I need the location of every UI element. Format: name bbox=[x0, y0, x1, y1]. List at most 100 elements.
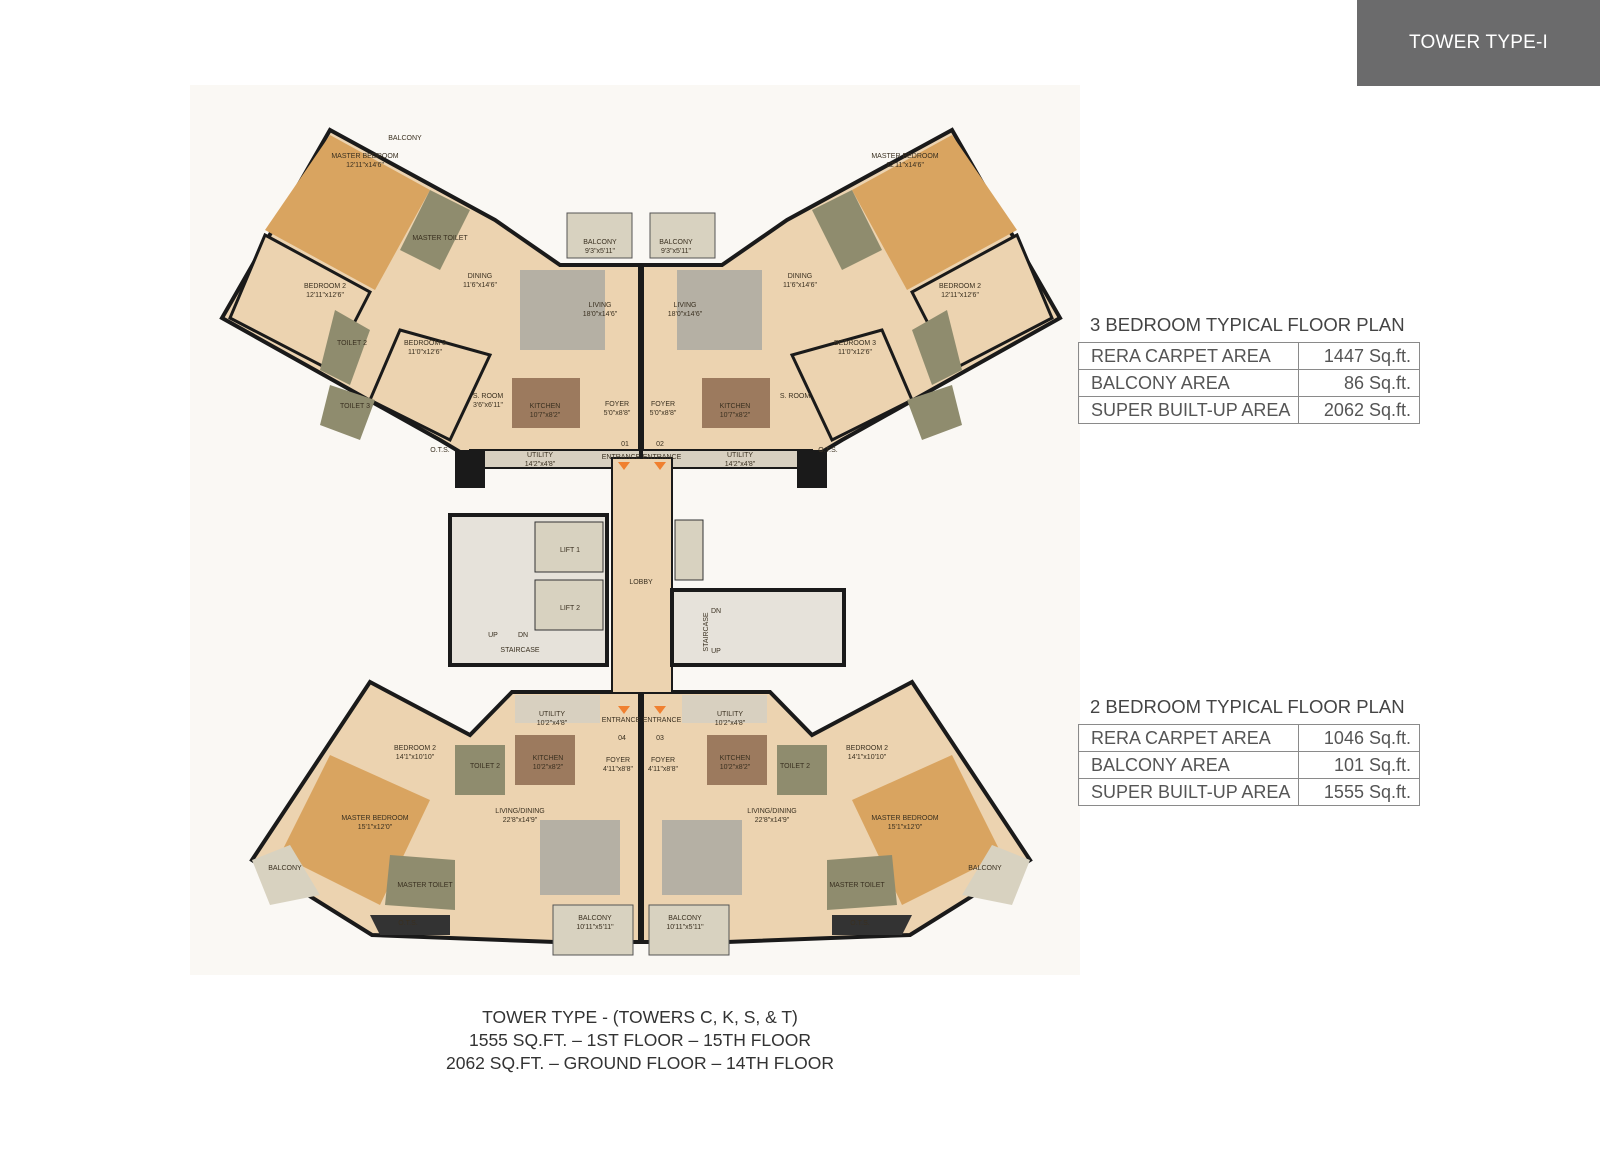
unit-number: 02 bbox=[656, 441, 664, 448]
caption-line: 2062 SQ.FT. – GROUND FLOOR – 14TH FLOOR bbox=[445, 1053, 835, 1073]
room-dim: 12'11"x12'6" bbox=[306, 292, 344, 299]
room-label: LIVING bbox=[674, 302, 697, 309]
room-label: BALCONY bbox=[659, 239, 693, 246]
room-label: BALCONY bbox=[968, 865, 1002, 872]
lobby-label: LOBBY bbox=[629, 579, 653, 586]
room-dim: 10'7"x8'2" bbox=[720, 412, 751, 419]
entrance-arrow-icon bbox=[654, 462, 666, 470]
spec-label: BALCONY AREA bbox=[1077, 751, 1300, 779]
room-dim: 4'11"x8'8" bbox=[648, 766, 679, 773]
room-dim: 15'1"x12'0" bbox=[888, 824, 923, 831]
room-label: TOILET 2 bbox=[470, 763, 500, 770]
tower-type-badge: TOWER TYPE-I bbox=[1357, 0, 1600, 86]
room-dim: 11'6"x14'6" bbox=[463, 282, 497, 289]
lift-1 bbox=[534, 521, 604, 573]
entrance-label: ENTRANCE bbox=[643, 717, 682, 724]
room-label: UTILITY bbox=[727, 452, 753, 459]
entrance-arrow-icon bbox=[618, 706, 630, 714]
room-dim: 10'11"x5'11" bbox=[666, 924, 704, 931]
three-bedroom-spec: 3 BEDROOM TYPICAL FLOOR PLAN RERA CARPET… bbox=[1077, 314, 1420, 424]
room-dim: 10'2"x4'8" bbox=[715, 720, 746, 727]
spec-value: 86 Sq.ft. bbox=[1298, 369, 1420, 397]
caption-line: 1555 SQ.FT. – 1ST FLOOR – 15TH FLOOR bbox=[468, 1030, 812, 1050]
up-label: UP bbox=[488, 632, 498, 639]
room-dim: 22'8"x14'9" bbox=[503, 817, 538, 824]
room-dim: 18'0"x14'6" bbox=[668, 311, 703, 318]
room-label: BEDROOM 2 bbox=[394, 745, 436, 752]
spec-value: 1555 Sq.ft. bbox=[1298, 778, 1420, 806]
spec-value: 1447 Sq.ft. bbox=[1298, 342, 1420, 370]
room-dim: 10'2"x4'8" bbox=[537, 720, 568, 727]
room-label: FOYER bbox=[605, 401, 629, 408]
room-dim: 11'6"x14'6" bbox=[783, 282, 817, 289]
spec-label: RERA CARPET AREA bbox=[1077, 724, 1300, 752]
room-label: BEDROOM 2 bbox=[846, 745, 888, 752]
tower-caption: TOWER TYPE - (TOWERS C, K, S, & T) 1555 … bbox=[380, 1006, 900, 1075]
room-label: LIVING/DINING bbox=[747, 808, 796, 815]
room-label: KITCHEN bbox=[720, 755, 751, 762]
unit-number: 04 bbox=[618, 735, 626, 742]
room-label: DINING bbox=[788, 273, 813, 280]
room-dim: 14'2"x4'8" bbox=[725, 461, 756, 468]
room-dim: 10'7"x8'2" bbox=[530, 412, 561, 419]
room-label: MASTER BEDROOM bbox=[341, 815, 408, 822]
entrance-label: ENTRANCE bbox=[602, 717, 641, 724]
spec-title: 2 BEDROOM TYPICAL FLOOR PLAN bbox=[1090, 696, 1405, 717]
room-label: O.T.S. bbox=[850, 920, 870, 927]
room-label: MASTER TOILET bbox=[397, 882, 453, 889]
spec-value: 2062 Sq.ft. bbox=[1298, 396, 1420, 424]
room-dim: 4'11"x8'8" bbox=[603, 766, 634, 773]
staircase-label: STAIRCASE bbox=[703, 612, 710, 651]
lobby bbox=[611, 457, 673, 694]
up-label: UP bbox=[711, 648, 721, 655]
staircase-right bbox=[670, 588, 846, 667]
room-label: S. ROOM bbox=[473, 393, 504, 400]
room-dim: 14'1"x10'10" bbox=[396, 754, 435, 761]
room-label: S. ROOM bbox=[780, 393, 811, 400]
spec-label: SUPER BUILT-UP AREA bbox=[1077, 396, 1300, 424]
room-label: O.T.S. bbox=[430, 447, 450, 454]
room-label: FOYER bbox=[651, 757, 675, 764]
unit-number: 03 bbox=[656, 735, 664, 742]
unit-number: 01 bbox=[621, 441, 629, 448]
room-label: UTILITY bbox=[527, 452, 553, 459]
room-dim: 11'0"x12'6" bbox=[838, 349, 872, 356]
dn-label: DN bbox=[711, 608, 721, 615]
entrance-arrow-icon bbox=[654, 706, 666, 714]
room-label: BEDROOM 3 bbox=[404, 340, 446, 347]
room-dim: 9'3"x5'11" bbox=[661, 248, 692, 255]
dn-label: DN bbox=[518, 632, 528, 639]
room-dim: 3'6"x6'11" bbox=[473, 402, 504, 409]
room-label: MASTER TOILET bbox=[829, 882, 885, 889]
room-dim: 14'2"x4'8" bbox=[525, 461, 556, 468]
room-label: MASTER BEDROOM bbox=[331, 153, 398, 160]
room-label: O.T.S. bbox=[818, 447, 838, 454]
room-label: BALCONY bbox=[268, 865, 302, 872]
spec-value: 1046 Sq.ft. bbox=[1298, 724, 1420, 752]
room-label: DINING bbox=[468, 273, 493, 280]
room-label: MASTER BEDROOM bbox=[871, 153, 938, 160]
entrance-label: ENTRANCE bbox=[643, 454, 682, 461]
room-dim: 12'11"x14'6" bbox=[346, 162, 384, 169]
room-dim: 10'2"x8'2" bbox=[720, 764, 751, 771]
room-label: MASTER BEDROOM bbox=[871, 815, 938, 822]
room-label: FOYER bbox=[651, 401, 675, 408]
room-label: BALCONY bbox=[578, 915, 612, 922]
room-dim: 18'0"x14'6" bbox=[583, 311, 618, 318]
lift-2-label: LIFT 2 bbox=[560, 605, 580, 612]
labels-3bhk: MASTER BEDROOM 12'11"x14'6" BALCONY MAST… bbox=[304, 135, 981, 468]
room-label: KITCHEN bbox=[533, 755, 564, 762]
labels-core: LOBBY LIFT 1 LIFT 2 STAIRCASE UP DN STAI… bbox=[488, 441, 721, 742]
room-dim: 22'8"x14'9" bbox=[755, 817, 790, 824]
room-label: TOILET 3 bbox=[340, 403, 370, 410]
room-dim: 15'1"x12'0" bbox=[358, 824, 393, 831]
spec-label: RERA CARPET AREA bbox=[1077, 342, 1300, 370]
room-dim: 11'0"x12'6" bbox=[408, 349, 442, 356]
room-dim: 5'0"x8'8" bbox=[604, 410, 631, 417]
room-label: FOYER bbox=[606, 757, 630, 764]
